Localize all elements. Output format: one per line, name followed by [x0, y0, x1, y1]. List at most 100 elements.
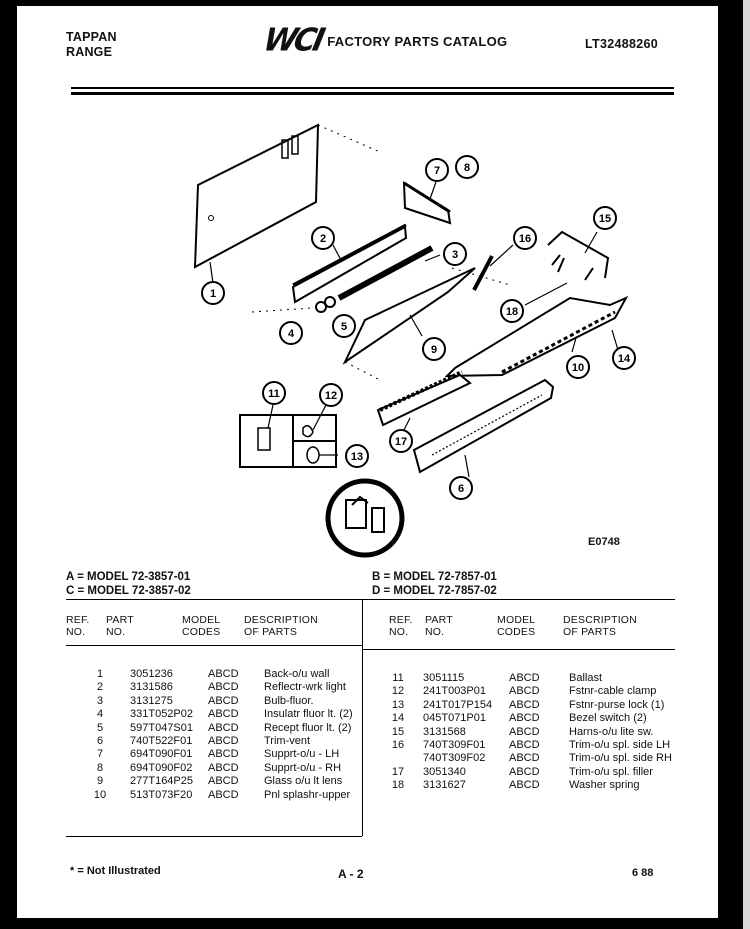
callout-5: 5	[332, 314, 356, 338]
detail-circle-switch	[325, 478, 405, 558]
product-name: RANGE	[66, 45, 113, 59]
svg-text:18: 18	[506, 306, 518, 318]
model-b: B = MODEL 72-7857-01	[372, 571, 497, 583]
assembly-leader-lines	[251, 124, 511, 381]
part-16-trim-side	[472, 255, 494, 291]
table-top-rule	[66, 599, 675, 600]
catalog-page	[17, 6, 718, 918]
svg-text:11: 11	[268, 388, 280, 400]
table-column-separator	[362, 599, 363, 836]
scan-edge	[743, 0, 750, 929]
part-1-back-wall	[193, 123, 320, 284]
svg-text:13: 13	[351, 451, 363, 463]
callout-16: 16	[513, 226, 537, 250]
part-15-harness	[547, 230, 610, 279]
callout-8: 8	[455, 155, 479, 179]
svg-text:9: 9	[431, 344, 437, 356]
callout-4: 4	[279, 321, 303, 345]
model-legend-left: A = MODEL 72-3857-01 C = MODEL 72-3857-0…	[66, 570, 191, 598]
callout-18: 18	[500, 299, 524, 323]
callout-6: 6	[449, 476, 473, 500]
catalog-number: LT32488260	[585, 37, 658, 51]
callout-1: 1	[201, 281, 225, 305]
model-d: D = MODEL 72-7857-02	[372, 585, 497, 597]
footnote: * = Not Illustrated	[70, 865, 161, 877]
part-17-filler	[376, 370, 472, 433]
svg-text:16: 16	[519, 233, 531, 245]
part-6-trim-vent	[412, 378, 555, 478]
callout-3: 3	[443, 242, 467, 266]
svg-text:14: 14	[618, 353, 631, 365]
callout-11: 11	[262, 381, 286, 405]
part-2-reflector	[291, 223, 408, 304]
svg-text:10: 10	[572, 362, 584, 374]
part-7-support	[402, 181, 452, 225]
svg-text:4: 4	[288, 328, 295, 340]
callout-10: 10	[566, 355, 590, 379]
svg-text:3: 3	[452, 249, 458, 261]
callout-7: 7	[425, 158, 449, 182]
callout-17: 17	[389, 429, 413, 453]
catalog-title: FACTORY PARTS CATALOG	[327, 33, 508, 49]
svg-text:1: 1	[210, 288, 216, 300]
revision-date: 6 88	[632, 867, 654, 879]
header-rule	[71, 87, 674, 95]
right-header-rule	[363, 649, 675, 650]
svg-text:7: 7	[434, 165, 440, 177]
callout-12: 12	[319, 383, 343, 407]
brand-block: TAPPAN RANGE	[66, 30, 117, 60]
figure-id: E0748	[588, 536, 620, 548]
wci-logo: WCI	[260, 22, 326, 59]
model-c: C = MODEL 72-3857-02	[66, 585, 191, 597]
svg-text:5: 5	[341, 321, 347, 333]
callout-2: 2	[311, 226, 335, 250]
part-10-splasher	[444, 295, 629, 378]
catalog-header: WCI FACTORY PARTS CATALOG	[260, 22, 508, 59]
callout-13: 13	[345, 444, 369, 468]
svg-text:17: 17	[395, 436, 407, 448]
callout-labels: 1 2 3 4 5 6 7 8 9 10 11 12 13 14 15 16 1…	[201, 155, 636, 500]
callout-14: 14	[612, 346, 636, 370]
callout-15: 15	[593, 206, 617, 230]
svg-text:2: 2	[320, 233, 326, 245]
col-ref-header: REF.NO.	[66, 614, 90, 638]
inset-ballast-clamp-lock	[239, 404, 338, 468]
model-a: A = MODEL 72-3857-01	[66, 571, 191, 583]
left-header-rule	[66, 645, 362, 646]
svg-text:8: 8	[464, 162, 470, 174]
page-number: A - 2	[338, 867, 364, 881]
svg-text:12: 12	[325, 390, 337, 402]
col-ref-header: REF.NO.	[389, 614, 413, 638]
part-3-bulb	[337, 245, 441, 301]
brand-name: TAPPAN	[66, 30, 117, 44]
part-4-insulator	[315, 301, 327, 313]
svg-text:15: 15	[599, 213, 611, 225]
